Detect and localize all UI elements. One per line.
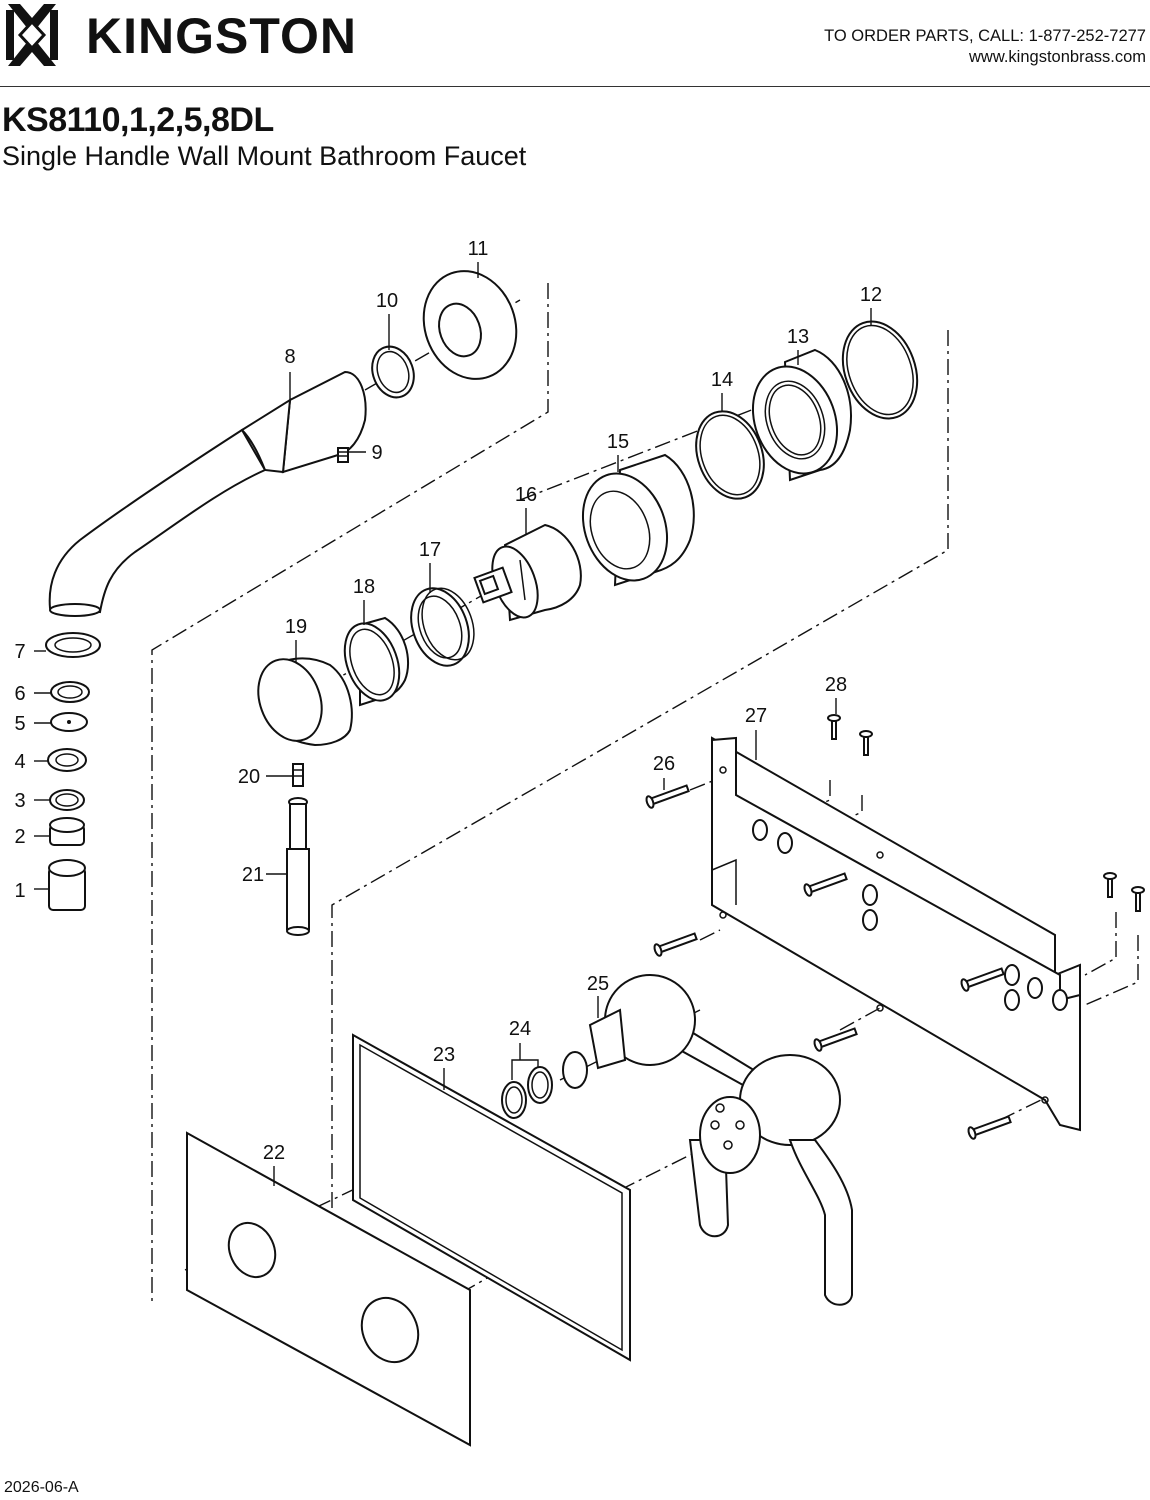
callout-20: 20 <box>238 766 260 788</box>
part-15-sleeve <box>581 453 695 587</box>
callout-24: 24 <box>509 1018 531 1040</box>
callout-13: 13 <box>787 326 809 348</box>
part-16-cartridge <box>473 523 582 622</box>
aerator-parts-stack <box>45 632 101 911</box>
callout-6: 6 <box>14 683 25 705</box>
leader-lines <box>34 262 872 1186</box>
callout-15: 15 <box>607 431 629 453</box>
contact-info: TO ORDER PARTS, CALL: 1-877-252-7277 www… <box>824 26 1146 68</box>
part-13-nut <box>751 348 852 482</box>
part-17-retaining-ring <box>410 587 475 667</box>
part-10-o-ring <box>371 345 415 399</box>
part-21-extension-rod <box>286 797 310 936</box>
screws <box>645 714 1145 1140</box>
callout-17: 17 <box>419 539 441 561</box>
callout-3: 3 <box>14 790 25 812</box>
brand-name: KINGSTON <box>86 8 357 64</box>
callout-16: 16 <box>515 484 537 506</box>
part-18-cap <box>343 616 410 707</box>
part-14-o-ring <box>695 410 765 500</box>
callout-14: 14 <box>711 369 733 391</box>
product-description: Single Handle Wall Mount Bathroom Faucet <box>2 141 527 171</box>
part-12-o-ring <box>841 320 919 420</box>
part-20-set-screw <box>292 763 304 787</box>
website-link[interactable]: www.kingstonbrass.com <box>969 48 1146 66</box>
callout-2: 2 <box>14 826 25 848</box>
order-phone-line: TO ORDER PARTS, CALL: 1-877-252-7277 <box>824 27 1146 45</box>
part-25-valve-body <box>588 974 853 1306</box>
callout-21: 21 <box>242 864 264 886</box>
part-22-cover-plate <box>186 1131 471 1447</box>
callout-27: 27 <box>745 705 767 727</box>
callout-19: 19 <box>285 616 307 638</box>
callout-28: 28 <box>825 674 847 696</box>
callout-1: 1 <box>14 880 25 902</box>
document-code: 2026-06-A <box>4 1479 79 1496</box>
callout-25: 25 <box>587 973 609 995</box>
part-9-set-screw <box>337 447 349 463</box>
callout-7: 7 <box>14 641 25 663</box>
callout-9: 9 <box>371 442 382 464</box>
callout-18: 18 <box>353 576 375 598</box>
callout-26: 26 <box>653 753 675 775</box>
callout-23: 23 <box>433 1044 455 1066</box>
callout-10: 10 <box>376 290 398 312</box>
part-24-o-rings <box>501 1051 588 1119</box>
header-divider <box>0 86 1150 87</box>
part-19-handle <box>257 657 353 747</box>
part-8-spout <box>48 370 367 617</box>
callout-4: 4 <box>14 751 25 773</box>
model-number: KS8110,1,2,5,8DL <box>2 101 274 139</box>
callout-5: 5 <box>14 713 25 735</box>
callout-8: 8 <box>284 346 295 368</box>
part-23-gasket <box>352 1033 631 1362</box>
kingston-logo-icon <box>6 4 58 66</box>
callout-12: 12 <box>860 284 882 306</box>
callout-11: 11 <box>468 238 489 260</box>
callout-22: 22 <box>263 1142 285 1164</box>
page-header: KINGSTON TO ORDER PARTS, CALL: 1-877-252… <box>0 0 1150 86</box>
part-27-mounting-bracket <box>711 736 1081 1132</box>
part-11-flange <box>422 270 518 380</box>
callout-labels: 1 2 3 4 5 6 7 8 9 10 11 12 13 14 15 16 1… <box>14 238 882 1164</box>
